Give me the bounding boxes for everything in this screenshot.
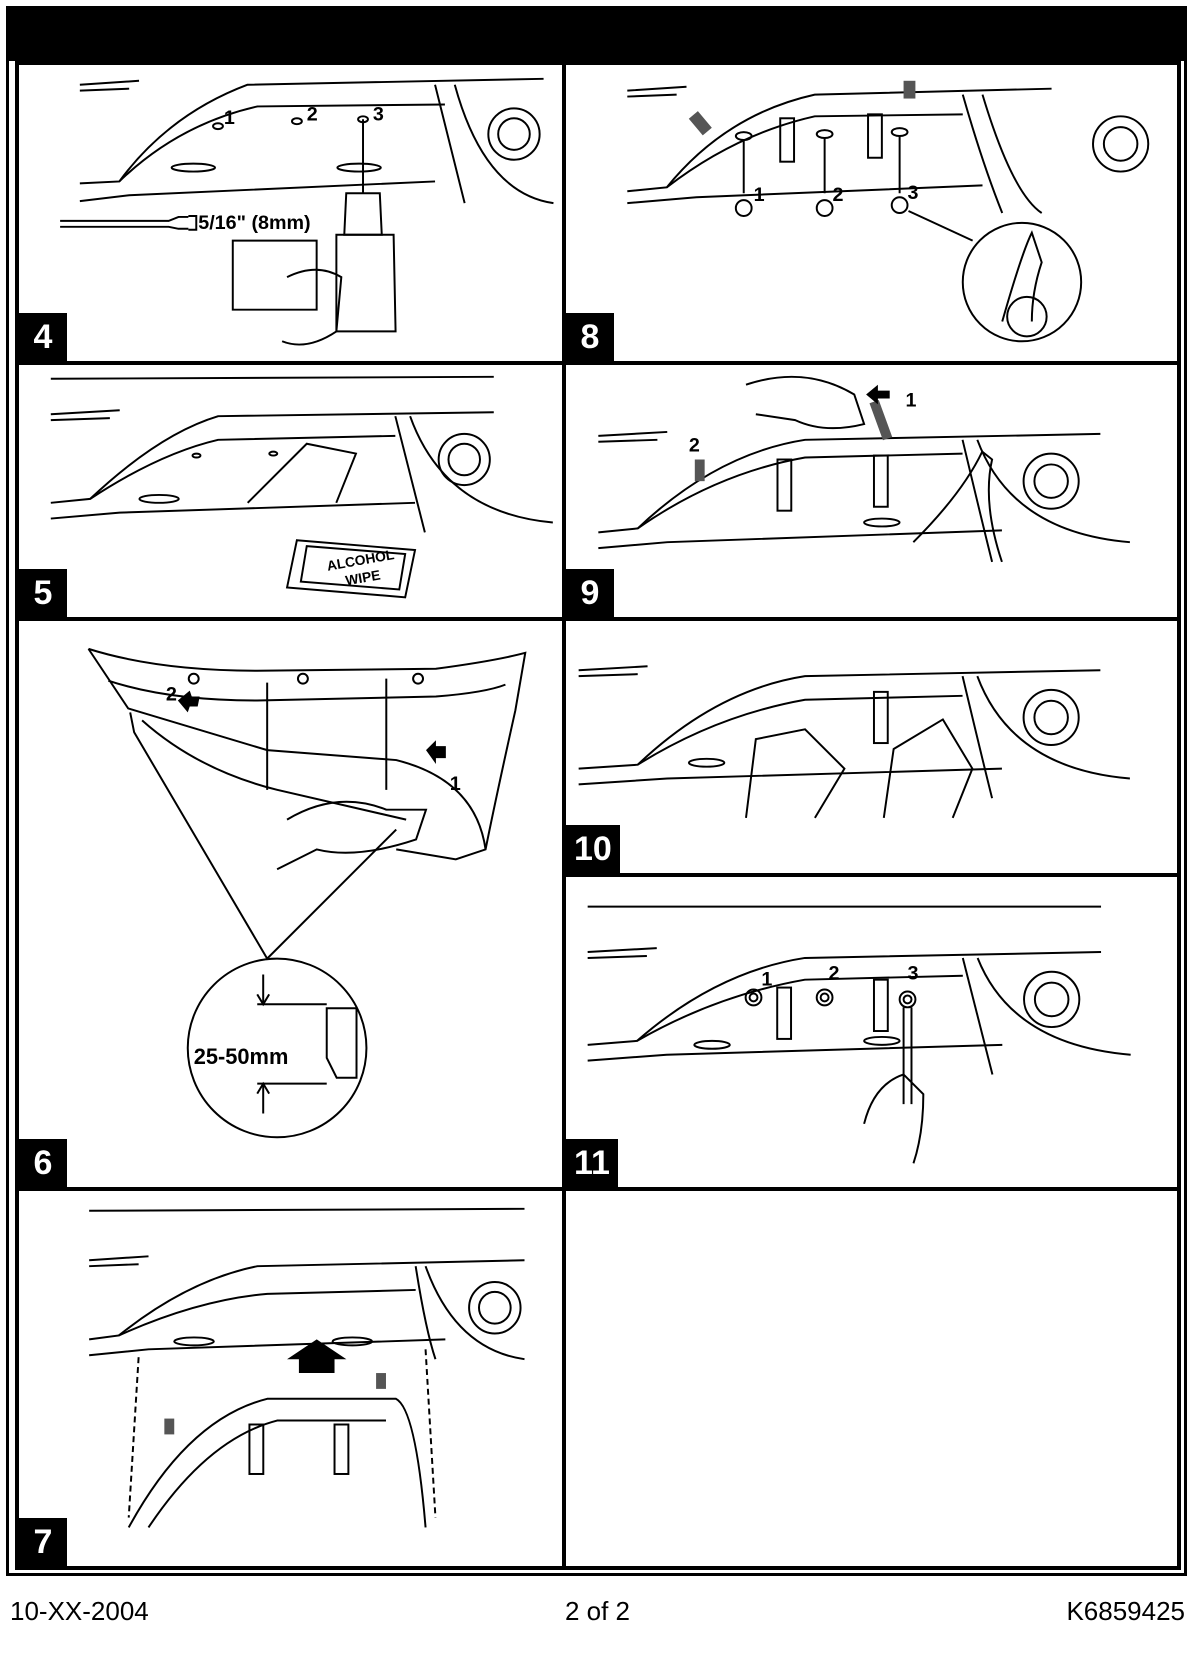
step-10-panel: 10 bbox=[564, 619, 1179, 875]
step-9-panel: 1 2 9 bbox=[564, 363, 1179, 619]
empty-panel bbox=[564, 1189, 1179, 1568]
step-6-illustration: 2 1 25-50mm bbox=[87, 647, 527, 1139]
footer-part-number: K6859425 bbox=[1066, 1596, 1185, 1626]
step-11-panel: 1 2 3 11 bbox=[564, 875, 1179, 1189]
callout-1: 1 bbox=[450, 773, 461, 795]
callout-2: 2 bbox=[166, 683, 177, 705]
instruction-sheet: 1 2 3 5/16" (8mm) 4 bbox=[6, 6, 1187, 1576]
callout-1: 1 bbox=[905, 389, 916, 411]
callout-2: 2 bbox=[829, 963, 840, 985]
header-bar bbox=[9, 9, 1184, 61]
footer-date: 10-XX-2004 bbox=[10, 1596, 149, 1626]
step-number: 8 bbox=[566, 313, 614, 361]
callout-1: 1 bbox=[224, 107, 235, 129]
callout-2: 2 bbox=[833, 184, 844, 206]
step-4-panel: 1 2 3 5/16" (8mm) 4 bbox=[17, 63, 564, 363]
callout-1: 1 bbox=[761, 969, 772, 991]
step-number: 5 bbox=[19, 569, 67, 617]
callout-2: 2 bbox=[307, 103, 318, 125]
step-number: 10 bbox=[566, 825, 620, 873]
wipe-label-line2: WIPE bbox=[344, 567, 381, 588]
step-number: 9 bbox=[566, 569, 614, 617]
callout-3: 3 bbox=[908, 963, 919, 985]
step-8-panel: 1 2 3 8 bbox=[564, 63, 1179, 363]
step-number: 7 bbox=[19, 1518, 67, 1566]
drill-bit-size-label: 5/16" (8mm) bbox=[198, 212, 310, 234]
callout-3: 3 bbox=[908, 182, 919, 204]
callout-1: 1 bbox=[754, 184, 765, 206]
step-6-panel: 2 1 25-50mm 6 bbox=[17, 619, 564, 1189]
step-11-illustration: 1 2 3 bbox=[587, 905, 1131, 1164]
step-7-panel: 7 bbox=[17, 1189, 564, 1568]
step-number: 6 bbox=[19, 1139, 67, 1187]
step-number: 4 bbox=[19, 313, 67, 361]
steps-grid: 1 2 3 5/16" (8mm) 4 bbox=[15, 61, 1181, 1570]
step-10-illustration bbox=[578, 665, 1130, 819]
adhesive-measure-label: 25-50mm bbox=[194, 1044, 289, 1069]
step-5-panel: ALCOHOL WIPE 5 bbox=[17, 363, 564, 619]
step-9-illustration: 1 2 bbox=[598, 375, 1130, 563]
step-7-illustration bbox=[89, 1207, 525, 1528]
step-number: 11 bbox=[566, 1139, 618, 1187]
step-4-illustration: 1 2 3 5/16" (8mm) bbox=[60, 77, 554, 346]
footer-page-number: 2 of 2 bbox=[564, 1596, 631, 1626]
callout-2: 2 bbox=[689, 435, 700, 457]
callout-3: 3 bbox=[373, 103, 384, 125]
step-8-illustration: 1 2 3 bbox=[627, 80, 1150, 343]
step-5-illustration: ALCOHOL WIPE bbox=[50, 375, 553, 599]
